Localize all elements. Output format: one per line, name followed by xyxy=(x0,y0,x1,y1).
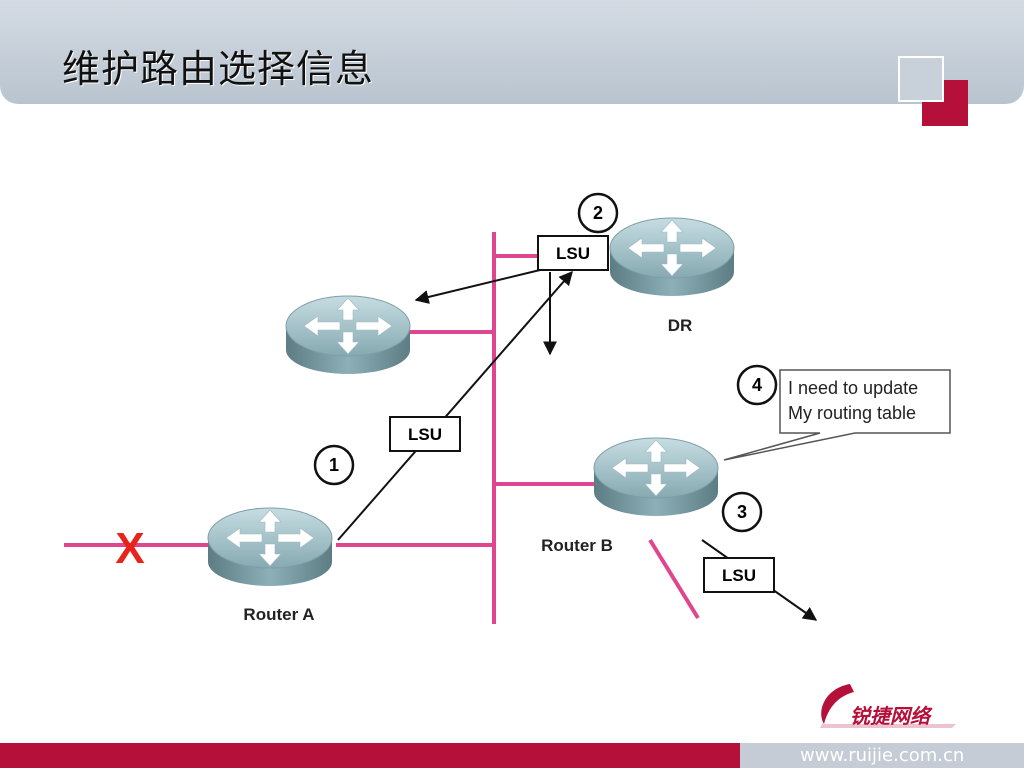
network-links xyxy=(64,232,700,624)
step-4-marker: 4 xyxy=(736,364,778,406)
step-number: 1 xyxy=(329,455,339,475)
lsu-box-1: LSU xyxy=(389,416,461,452)
logo-text: 锐捷网络 xyxy=(850,704,930,728)
corner-decoration-grey xyxy=(898,56,944,102)
callout-line-2: My routing table xyxy=(788,403,916,423)
router-b-downlink xyxy=(648,538,700,620)
callout-line-1: I need to update xyxy=(788,378,918,398)
step-number: 2 xyxy=(593,203,603,223)
lsu-label: LSU xyxy=(722,566,756,585)
step-number: 4 xyxy=(752,375,762,395)
step-2-marker: 2 xyxy=(577,192,619,234)
arrow-router-a-to-dr xyxy=(337,270,573,541)
lsu-box-2: LSU xyxy=(537,235,609,271)
footer-bar-red xyxy=(0,743,740,768)
footer-url: www.ruijie.com.cn xyxy=(800,745,965,766)
step-1-marker: 1 xyxy=(313,444,355,486)
lsu-label: LSU xyxy=(556,244,590,263)
link-failure-mark: X xyxy=(115,524,144,573)
router-b xyxy=(593,437,719,517)
router-left xyxy=(285,295,411,375)
router-dr xyxy=(609,217,735,297)
lsu-box-3: LSU xyxy=(703,557,775,593)
slide-title: 维护路由选择信息 xyxy=(62,47,375,91)
footer-bar-grey xyxy=(740,743,1024,768)
router-label-dr: DR xyxy=(668,316,693,335)
router-a xyxy=(207,507,333,587)
lsu-label: LSU xyxy=(408,425,442,444)
router-label-a: Router A xyxy=(243,605,314,624)
arrow-dr-to-left-router xyxy=(414,269,541,304)
ruijie-logo xyxy=(820,684,956,728)
step-3-marker: 3 xyxy=(721,491,763,533)
title-bar xyxy=(0,0,1024,104)
router-label-b: Router B xyxy=(541,536,613,555)
callout-bubble: I need to update My routing table xyxy=(723,369,951,461)
step-number: 3 xyxy=(737,502,747,522)
